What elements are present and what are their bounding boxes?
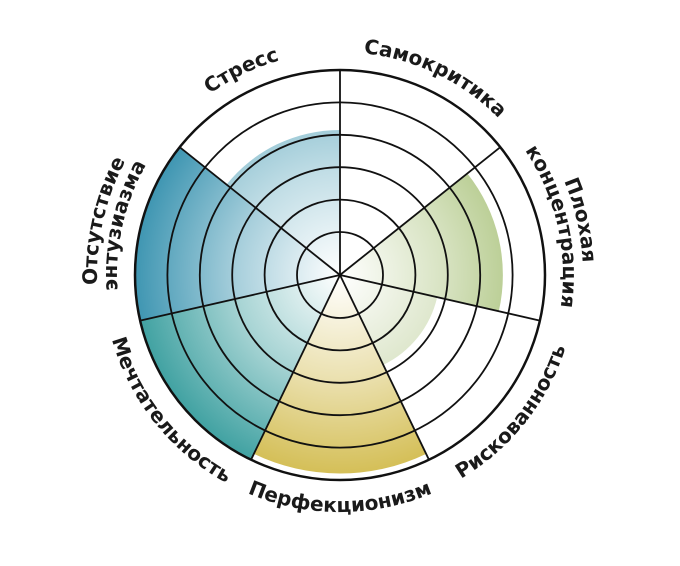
segment-перфекционизм-label: Перфекционизм (246, 476, 435, 518)
grid-spoke-4 (339, 274, 430, 461)
grid-spoke-6 (139, 274, 341, 322)
grid-spoke-2 (339, 146, 501, 276)
grid-spoke-3 (339, 274, 541, 322)
grid-spoke-5 (250, 274, 341, 461)
grid (133, 68, 547, 482)
grid-spoke-7 (179, 146, 341, 276)
